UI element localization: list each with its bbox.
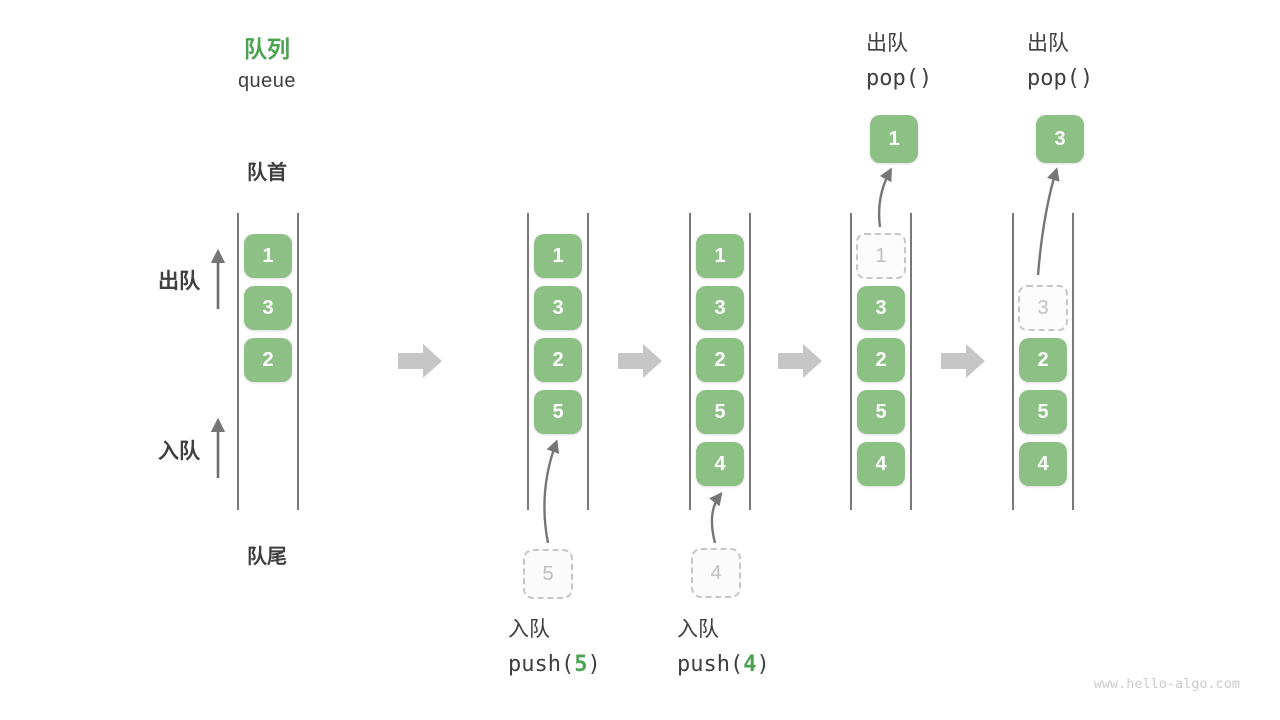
code-text: ) [756,652,770,677]
flow-arrow-icon [398,344,442,378]
queue-cell-ghost: 3 [1018,285,1068,331]
queue-cell: 2 [696,338,744,382]
operation-name: 入队 [677,618,719,641]
queue-cell: 3 [857,286,905,330]
pop-arrow-icon [1036,167,1060,276]
queue-cell: 1 [244,234,292,278]
operation-code: pop() [866,64,932,94]
operation-name: 出队 [1027,32,1069,55]
queue-cell: 3 [696,286,744,330]
flow-arrow-icon [618,344,662,378]
enqueue-side-label: 入队 [158,440,200,463]
queue-cell: 2 [244,338,292,382]
flow-arrow-icon [941,344,985,378]
operation-code: pop() [1027,64,1093,94]
queue-cell: 1 [534,234,582,278]
queue-cell: 5 [534,390,582,434]
watermark: www.hello-algo.com [1093,676,1240,692]
queue-cell: 4 [696,442,744,486]
code-text: pop() [1027,66,1094,91]
queue-cell: 3 [534,286,582,330]
queue-front-label: 队首 [247,162,287,184]
flow-arrow-icon [778,344,822,378]
queue-cell: 5 [1019,390,1067,434]
dequeue-side-label: 出队 [158,270,200,293]
stage-operation-label: 入队 push(4) [677,616,770,680]
queue-cell: 4 [857,442,905,486]
operation-name: 入队 [508,618,550,641]
code-text: push( [508,652,575,677]
queue-cell: 5 [857,390,905,434]
code-argument: 5 [574,652,588,677]
push-arrow-icon [543,439,560,544]
queue-cell: 5 [696,390,744,434]
queue-cell: 2 [534,338,582,382]
operation-code: push(5) [508,650,601,680]
pop-arrow-icon [877,167,892,228]
queue-cell: 3 [244,286,292,330]
queue-cell: 2 [857,338,905,382]
diagram-title-en: queue [237,70,297,92]
code-text: push( [677,652,744,677]
stage-operation-label: 出队 pop() [866,30,932,94]
popped-value-box: 3 [1036,115,1084,163]
code-text: ) [587,652,601,677]
diagram-title-zh: 队列 [244,36,290,62]
push-arrow-icon [709,491,723,544]
code-text: pop() [866,66,933,91]
stage-operation-label: 出队 pop() [1027,30,1093,94]
incoming-value-box: 5 [523,549,573,599]
incoming-value-box: 4 [691,548,741,598]
queue-rear-label: 队尾 [247,546,287,568]
queue-cell-ghost: 1 [856,233,906,279]
stage-operation-label: 入队 push(5) [508,616,601,680]
operation-name: 出队 [866,32,908,55]
queue-cell: 1 [696,234,744,278]
queue-cell: 2 [1019,338,1067,382]
operation-code: push(4) [677,650,770,680]
popped-value-box: 1 [870,115,918,163]
queue-cell: 4 [1019,442,1067,486]
code-argument: 4 [743,652,757,677]
